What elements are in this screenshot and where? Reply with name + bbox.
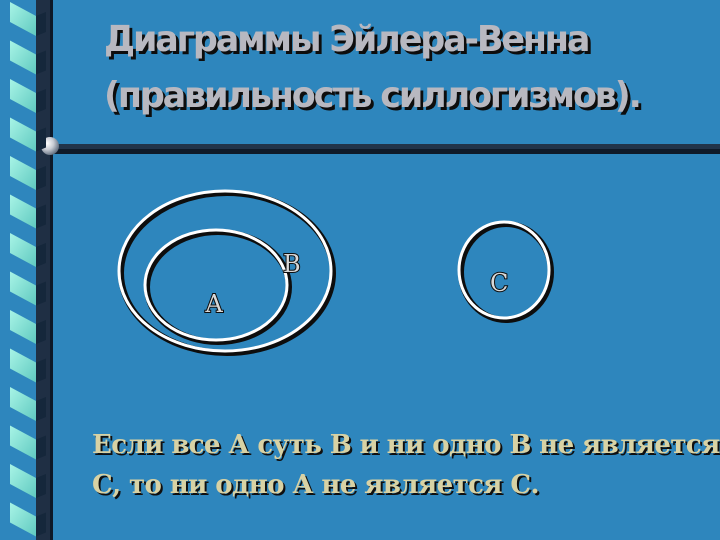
left-tab-shade-4	[36, 127, 46, 152]
left-tab-1	[10, 2, 36, 36]
left-tab-shade-1	[36, 12, 46, 36]
left-tab-13	[10, 464, 36, 498]
title-rule-shadow	[52, 148, 720, 154]
title-rule	[52, 144, 720, 149]
left-tab-4	[10, 117, 36, 152]
left-tab-10	[10, 348, 36, 383]
left-tab-6	[10, 194, 36, 229]
syllogism-statement-line-1: Если все А суть В и ни одно В не являетс…	[92, 430, 720, 460]
left-tab-shade-12	[36, 435, 46, 460]
left-tab-5	[10, 156, 36, 190]
left-tab-14	[10, 502, 36, 537]
left-tab-shade-2	[36, 50, 46, 75]
left-dark-bar-shade	[50, 0, 53, 540]
left-tab-shade-8	[36, 281, 46, 306]
slide-title-line-2: (правильность силлогизмов).	[104, 75, 642, 116]
left-tab-shade-9	[36, 320, 46, 344]
left-tab-column	[10, 2, 46, 537]
left-tab-2	[10, 40, 36, 75]
left-tab-12	[10, 425, 36, 460]
syllogism-statement-line-2: С, то ни одно А не является С.	[92, 470, 540, 500]
label-a: А	[205, 290, 223, 318]
left-tab-shade-13	[36, 474, 46, 498]
left-tab-shade-3	[36, 89, 46, 113]
left-tab-3	[10, 79, 36, 113]
left-tab-shade-14	[36, 512, 46, 537]
label-c: С	[490, 269, 508, 297]
left-tab-11	[10, 387, 36, 421]
left-tab-shade-5	[36, 166, 46, 190]
left-tab-8	[10, 271, 36, 306]
left-tab-shade-11	[36, 397, 46, 421]
circle-c	[457, 220, 554, 323]
circle-a-inner	[143, 228, 292, 345]
slide-title-line-1: Диаграммы Эйлера-Венна	[104, 19, 590, 60]
circle-b-outer	[117, 189, 336, 356]
left-tab-9	[10, 310, 36, 344]
left-tab-shade-6	[36, 204, 46, 229]
left-tab-shade-10	[36, 358, 46, 383]
left-tab-7	[10, 233, 36, 267]
left-tab-shade-7	[36, 243, 46, 267]
label-b: В	[283, 250, 301, 278]
